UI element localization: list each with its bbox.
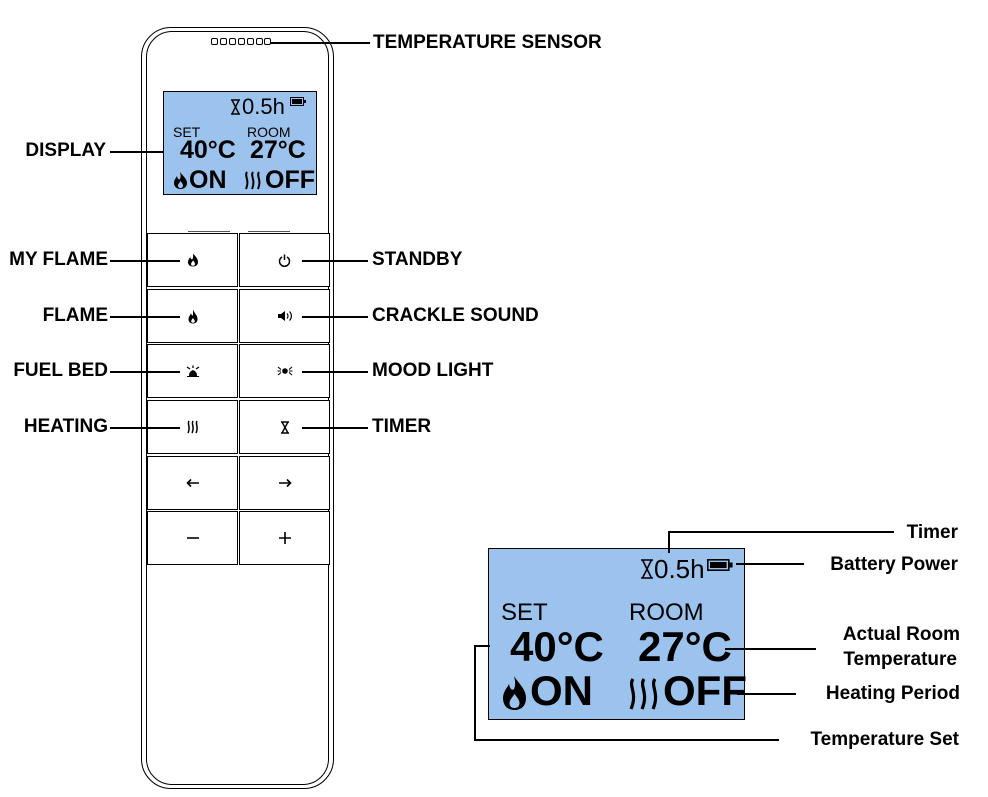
remote-heat-state: OFF xyxy=(265,166,315,194)
detail-lcd-display: 0.5h SET ROOM 40°C 27°C ON OFF xyxy=(488,548,747,720)
flame-icon xyxy=(188,309,197,323)
sensor-dot xyxy=(220,38,227,45)
leader-line xyxy=(110,427,180,429)
callout-flame: FLAME xyxy=(42,305,108,326)
right-arrow-button[interactable] xyxy=(239,456,330,510)
heat-waves-icon xyxy=(245,171,261,190)
sensor-dot xyxy=(229,38,236,45)
sensor-dot xyxy=(247,38,254,45)
heat-waves-icon xyxy=(629,678,658,710)
leader-line xyxy=(302,427,368,429)
callout-heating-period: Heating Period xyxy=(825,683,960,704)
arrow-right-icon xyxy=(278,478,292,488)
callout-temperature-set: Temperature Set xyxy=(810,729,959,750)
callout-display: DISPLAY xyxy=(25,140,106,161)
button-edge-highlight xyxy=(188,231,230,232)
leader-line xyxy=(110,371,180,373)
detail-room-temperature: 27°C xyxy=(638,623,732,670)
leader-line xyxy=(736,563,804,565)
detail-flame-state: ON xyxy=(530,667,593,714)
leader-line xyxy=(110,260,180,262)
leader-line xyxy=(110,316,180,318)
fuel-bed-icon xyxy=(186,365,199,377)
plus-button[interactable] xyxy=(239,511,330,565)
leader-line xyxy=(474,645,476,740)
hourglass-icon xyxy=(231,99,240,115)
sensor-dot xyxy=(238,38,245,45)
remote-timer-value: 0.5h xyxy=(242,94,285,119)
leader-line xyxy=(737,693,796,695)
callout-standby: STANDBY xyxy=(372,249,463,270)
detail-heat-state: OFF xyxy=(663,667,747,714)
battery-icon xyxy=(290,97,306,106)
leader-line xyxy=(270,42,370,44)
plus-icon xyxy=(278,532,291,544)
power-icon xyxy=(278,254,291,267)
sensor-dot xyxy=(211,38,218,45)
leader-line xyxy=(474,739,779,741)
callout-fuel-bed: FUEL BED xyxy=(13,360,108,381)
leader-line xyxy=(302,316,368,318)
fuel-bed-button[interactable] xyxy=(147,344,238,398)
leader-line xyxy=(725,648,816,650)
callout-mood-light: MOOD LIGHT xyxy=(372,360,494,381)
callout-actual-room-temperature-line1: Actual Room xyxy=(842,624,960,645)
detail-set-label: SET xyxy=(501,599,548,626)
leader-line xyxy=(110,151,163,153)
callout-detail-timer: Timer xyxy=(906,522,958,543)
flame-icon xyxy=(174,172,187,189)
remote-room-label: ROOM xyxy=(247,124,291,140)
my-flame-icon xyxy=(187,253,198,267)
callout-actual-room-temperature-line2: Temperature xyxy=(843,649,957,670)
callout-my-flame: MY FLAME xyxy=(9,249,108,270)
leader-line xyxy=(302,260,368,262)
leader-line xyxy=(474,645,490,647)
battery-icon xyxy=(707,559,733,571)
mood-light-icon xyxy=(277,366,292,376)
callout-crackle-sound: CRACKLE SOUND xyxy=(372,305,539,326)
detail-room-label: ROOM xyxy=(629,599,704,626)
sensor-dot xyxy=(264,38,271,45)
detail-set-temperature: 40°C xyxy=(510,623,604,670)
left-arrow-button[interactable] xyxy=(147,456,238,510)
speaker-icon xyxy=(277,311,292,321)
button-edge-highlight xyxy=(248,231,290,232)
minus-icon xyxy=(186,537,199,539)
arrow-left-icon xyxy=(185,478,199,488)
hourglass-icon xyxy=(280,420,289,434)
heating-icon xyxy=(187,420,198,434)
remote-set-temperature: 40°C xyxy=(180,136,236,164)
leader-line xyxy=(668,531,670,553)
callout-temperature-sensor: TEMPERATURE SENSOR xyxy=(373,32,602,53)
hourglass-icon xyxy=(641,559,653,579)
minus-button[interactable] xyxy=(147,511,238,565)
remote-flame-state: ON xyxy=(189,166,227,194)
remote-set-label: SET xyxy=(173,124,201,140)
flame-icon xyxy=(503,676,526,710)
callout-timer: TIMER xyxy=(372,416,432,437)
sensor-dot xyxy=(256,38,263,45)
callout-battery-power: Battery Power xyxy=(830,554,958,575)
detail-timer-value: 0.5h xyxy=(654,554,705,584)
remote-lcd-display: 0.5h SET ROOM 40°C 27°C ON OFF xyxy=(163,91,317,195)
leader-line xyxy=(302,371,368,373)
remote-room-temperature: 27°C xyxy=(250,136,306,164)
leader-line xyxy=(668,531,894,533)
callout-heating: HEATING xyxy=(23,416,108,437)
